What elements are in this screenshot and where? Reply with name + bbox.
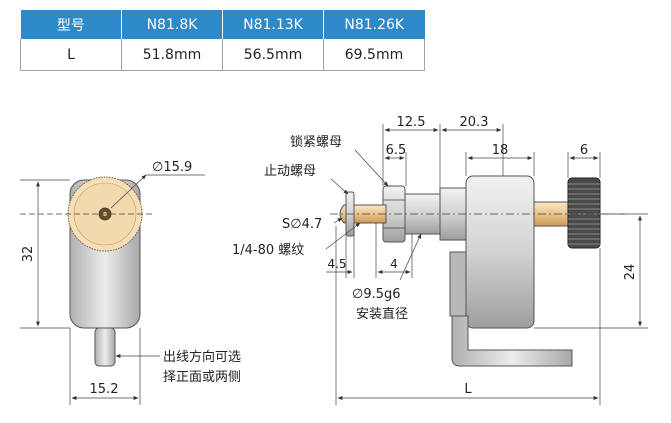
spec-table: 型号 N81.8K N81.13K N81.26K L 51.8mm 56.5m… (20, 10, 425, 71)
right-cable (451, 315, 573, 367)
dim-6-label: 6 (580, 143, 588, 158)
table-row: L 51.8mm 56.5mm 69.5mm (20, 39, 425, 71)
header-n81-26k: N81.26K (323, 10, 425, 39)
mount-dia-leader (399, 233, 422, 281)
right-rear-knob (567, 177, 601, 249)
cell-n81-8k-length: 51.8mm (121, 39, 223, 71)
spec-table-header-row: 型号 N81.8K N81.13K N81.26K (20, 10, 425, 39)
dia-159-label: ∅15.9 (152, 160, 192, 175)
thread-label: 1/4-80 螺纹 (232, 243, 304, 258)
lock-nut-label: 锁紧螺母 (290, 134, 342, 150)
left-view: ∅15.9 32 15.2 出线方向可选 择正面或两侧 (20, 160, 241, 405)
dim-18-label: 18 (492, 143, 509, 158)
dim-203-label: 20.3 (460, 115, 489, 130)
dim-45-label: 4.5 (327, 257, 346, 271)
dim-32-label: 32 (21, 246, 36, 263)
stop-nut-label: 止动螺母 (264, 164, 316, 179)
right-housing (465, 175, 535, 329)
header-model: 型号 (20, 10, 122, 39)
outlet-note-line1: 出线方向可选 (163, 349, 241, 365)
mount-dia-label: 安装直径 (356, 307, 408, 322)
left-cable-stub (94, 327, 116, 367)
cell-n81-13k-length: 56.5mm (222, 39, 324, 71)
outlet-note-line2: 择正面或两侧 (163, 370, 241, 385)
mount-dia-value: ∅9.5g6 (352, 287, 401, 302)
dim-24-label: 24 (623, 264, 638, 281)
right-side-box (449, 251, 467, 317)
dim-4-label: 4 (390, 257, 398, 271)
thread-leader (325, 222, 361, 250)
rear-knob-knurl (568, 183, 600, 245)
cell-l-label: L (20, 39, 122, 71)
dim-152-label: 15.2 (90, 382, 119, 397)
header-n81-8k: N81.8K (121, 10, 223, 39)
dim-125-label: 12.5 (397, 115, 426, 130)
dia-159-leader (110, 174, 147, 209)
header-n81-13k: N81.13K (222, 10, 324, 39)
dim-L-label: L (464, 382, 472, 397)
ball-dia-label: S∅4.7 (282, 217, 322, 232)
right-view: 12.5 20.3 6.5 18 6 锁紧螺母 止动螺母 S∅4.7 1/4-8… (232, 115, 648, 405)
lock-nut-leader (354, 149, 389, 187)
ball-dia-leader (333, 217, 343, 224)
cell-n81-26k-length: 69.5mm (323, 39, 425, 71)
stop-nut-leader (330, 178, 349, 195)
dim-65-label: 6.5 (386, 143, 407, 158)
